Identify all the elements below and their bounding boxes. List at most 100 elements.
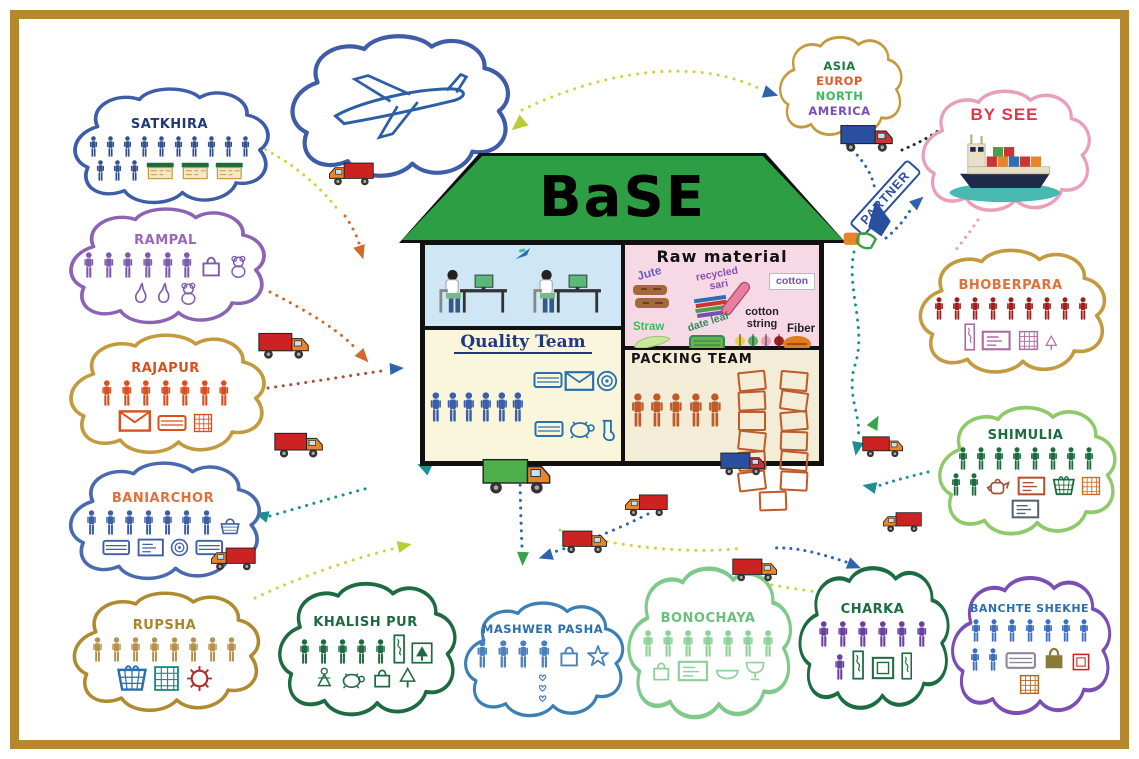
person-icon: [112, 160, 123, 181]
person-icon: [104, 510, 117, 535]
cargo-ship-icon: [949, 133, 1060, 202]
weave-icon: [193, 413, 213, 433]
mat-icon: [102, 538, 131, 557]
bag-icon: [651, 660, 671, 682]
quality-team-title: Quality Team: [454, 332, 592, 354]
spiral-icon: [170, 538, 189, 557]
cloud-label: KHALISH PUR: [313, 615, 418, 631]
handshake-icon: [843, 200, 891, 250]
bagfill-icon: [1042, 645, 1066, 671]
base-rooms: Raw material Jute recycled sari cotton S…: [420, 240, 824, 512]
person-icon: [129, 637, 142, 662]
card-icon: [1011, 499, 1040, 519]
cloud-figures: [808, 621, 937, 680]
person-icon: [833, 654, 847, 680]
gourd-icon: [132, 281, 149, 305]
mat-icon: [534, 419, 564, 439]
person-icon: [836, 621, 850, 647]
person-icon: [121, 252, 135, 278]
person-icon: [494, 391, 510, 422]
truck-icon: [720, 450, 766, 476]
person-icon: [161, 510, 174, 535]
region-label: ASIA: [823, 58, 856, 73]
person-icon: [741, 630, 755, 657]
person-icon: [198, 380, 212, 406]
regions-list: ASIA EUROP NORTH AMERICA: [808, 59, 870, 118]
weave-icon: [1018, 330, 1039, 351]
person-icon: [187, 637, 200, 662]
cotton-label: cotton: [769, 273, 816, 291]
person-icon: [217, 380, 231, 406]
envelope-icon: [118, 409, 152, 433]
package-box-icon: [779, 430, 809, 452]
quality-team-products: [529, 354, 621, 459]
person-icon: [1059, 297, 1071, 320]
person-icon: [993, 447, 1005, 471]
person-icon: [85, 510, 98, 535]
person-icon: [1005, 297, 1017, 320]
cloud-label: RUPSHA: [132, 618, 197, 634]
person-icon: [139, 380, 153, 406]
person-icon: [206, 136, 217, 157]
weave-icon: [1019, 674, 1040, 695]
board-icon: [146, 162, 175, 181]
person-icon: [206, 637, 219, 662]
person-icon: [223, 136, 234, 157]
bag-icon: [558, 644, 580, 668]
sari-stack-icon: [693, 294, 728, 318]
person-icon: [100, 380, 114, 406]
cloud-figures: [931, 297, 1091, 351]
person-icon: [933, 297, 945, 320]
cloud-figures: [638, 630, 778, 682]
person-icon: [102, 252, 116, 278]
teapot-icon: [986, 476, 1011, 496]
person-icon: [129, 160, 140, 181]
packing-team-people: [625, 367, 727, 452]
person-icon: [895, 621, 909, 647]
card-icon: [677, 660, 709, 682]
card-icon: [1017, 476, 1046, 496]
package-box-icon: [779, 409, 809, 433]
person-icon: [876, 621, 890, 647]
cloud-khalish-pur: KHALISH PUR: [268, 578, 463, 723]
person-icon: [168, 637, 181, 662]
truck-icon: [328, 160, 374, 186]
cloud-outline: [455, 598, 630, 723]
person-icon: [681, 630, 695, 657]
spiral-icon: [596, 370, 618, 392]
person-icon: [988, 619, 1000, 642]
person-icon: [687, 392, 705, 427]
cloud-label: SATKHIRA: [130, 117, 209, 133]
person-icon: [629, 392, 647, 427]
person-icon: [968, 473, 980, 497]
panel-icon: [393, 634, 405, 665]
goblet-icon: [745, 660, 765, 682]
fiber-label: Fiber: [787, 323, 816, 335]
doll-icon: [315, 667, 334, 689]
person-icon: [82, 252, 96, 278]
person-icon: [91, 637, 104, 662]
tree-icon: [399, 667, 416, 689]
base-title: BaSE: [538, 165, 707, 230]
person-icon: [957, 447, 969, 471]
person-icon: [951, 297, 963, 320]
cloud-label: CHARKA: [840, 602, 905, 618]
cloud-label: RAJAPUR: [131, 361, 200, 377]
bag-icon: [372, 667, 392, 689]
envelope-icon: [564, 370, 595, 392]
person-icon: [1023, 297, 1035, 320]
package-box-icon: [779, 470, 809, 492]
cloud-figures: [289, 634, 441, 690]
spiky-icon: [186, 665, 213, 692]
cloud-figures: [961, 619, 1098, 695]
truck-icon: [732, 556, 778, 582]
cloud-figures: [474, 640, 611, 703]
truck-icon: [562, 528, 608, 554]
card-icon: [981, 330, 1011, 351]
cloud-outline: [772, 33, 907, 141]
person-icon: [88, 136, 99, 157]
bowl-icon: [715, 668, 740, 682]
cloud-outline: [928, 402, 1123, 542]
by-see-label: BY SEE: [970, 104, 1039, 124]
person-icon: [761, 630, 775, 657]
